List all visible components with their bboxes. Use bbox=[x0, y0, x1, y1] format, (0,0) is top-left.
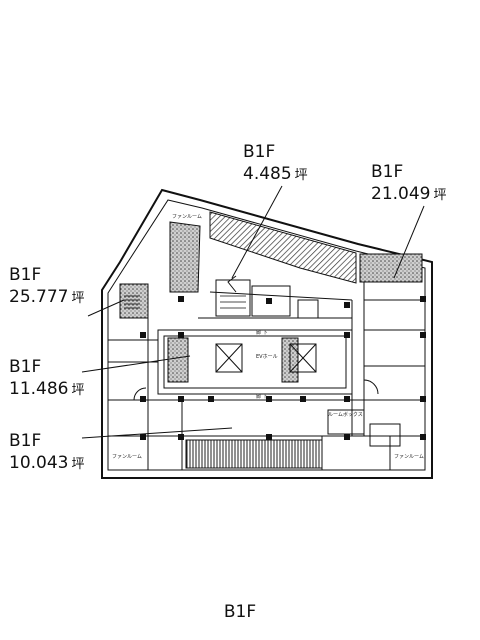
interior-walls bbox=[108, 275, 425, 470]
plan-label-corridor-1: 廊 下 bbox=[256, 329, 268, 336]
callout-floor: B1F bbox=[9, 431, 42, 451]
callout-area: 21.049 bbox=[371, 184, 431, 204]
plan-label-fan-room-top: ファンルーム bbox=[172, 214, 202, 220]
core-left bbox=[167, 337, 189, 383]
callout-area: 25.777 bbox=[9, 287, 69, 307]
plan-label-room-box: ルームボックス bbox=[328, 411, 363, 418]
callout-floor: B1F bbox=[9, 265, 42, 285]
callout-unit: 坪 bbox=[433, 188, 447, 203]
plan-label-fan-room-left: ファンルーム bbox=[112, 454, 142, 460]
callout-unit: 坪 bbox=[71, 383, 85, 398]
shaft-top-right bbox=[359, 253, 423, 283]
building-outline bbox=[101, 188, 433, 479]
callout-area: 11.486 bbox=[9, 379, 69, 399]
callout-floor: B1F bbox=[243, 142, 276, 162]
plan-label-fan-room-right: ファンルーム bbox=[394, 454, 424, 460]
hatched-duct-strip bbox=[209, 211, 357, 284]
callout-unit: 坪 bbox=[71, 457, 85, 472]
stair-detail bbox=[124, 295, 246, 309]
floor-footer-label: B1F bbox=[223, 602, 257, 622]
callout-unit: 坪 bbox=[71, 291, 85, 306]
shaft-top-left bbox=[169, 221, 201, 293]
callout-area: 4.485 bbox=[243, 164, 292, 184]
callout-area: 10.043 bbox=[9, 453, 69, 473]
plan-label-corridor-2: 廊 下 bbox=[256, 393, 268, 400]
callout-leaders bbox=[81, 185, 425, 439]
callout-floor: B1F bbox=[371, 162, 404, 182]
striped-area-bottom bbox=[185, 439, 323, 469]
plan-label-ev-hall: EVホール bbox=[256, 354, 278, 360]
callout-unit: 坪 bbox=[294, 168, 308, 183]
shaft-left bbox=[119, 283, 149, 319]
callout-floor: B1F bbox=[9, 357, 42, 377]
structural-columns bbox=[140, 296, 426, 440]
